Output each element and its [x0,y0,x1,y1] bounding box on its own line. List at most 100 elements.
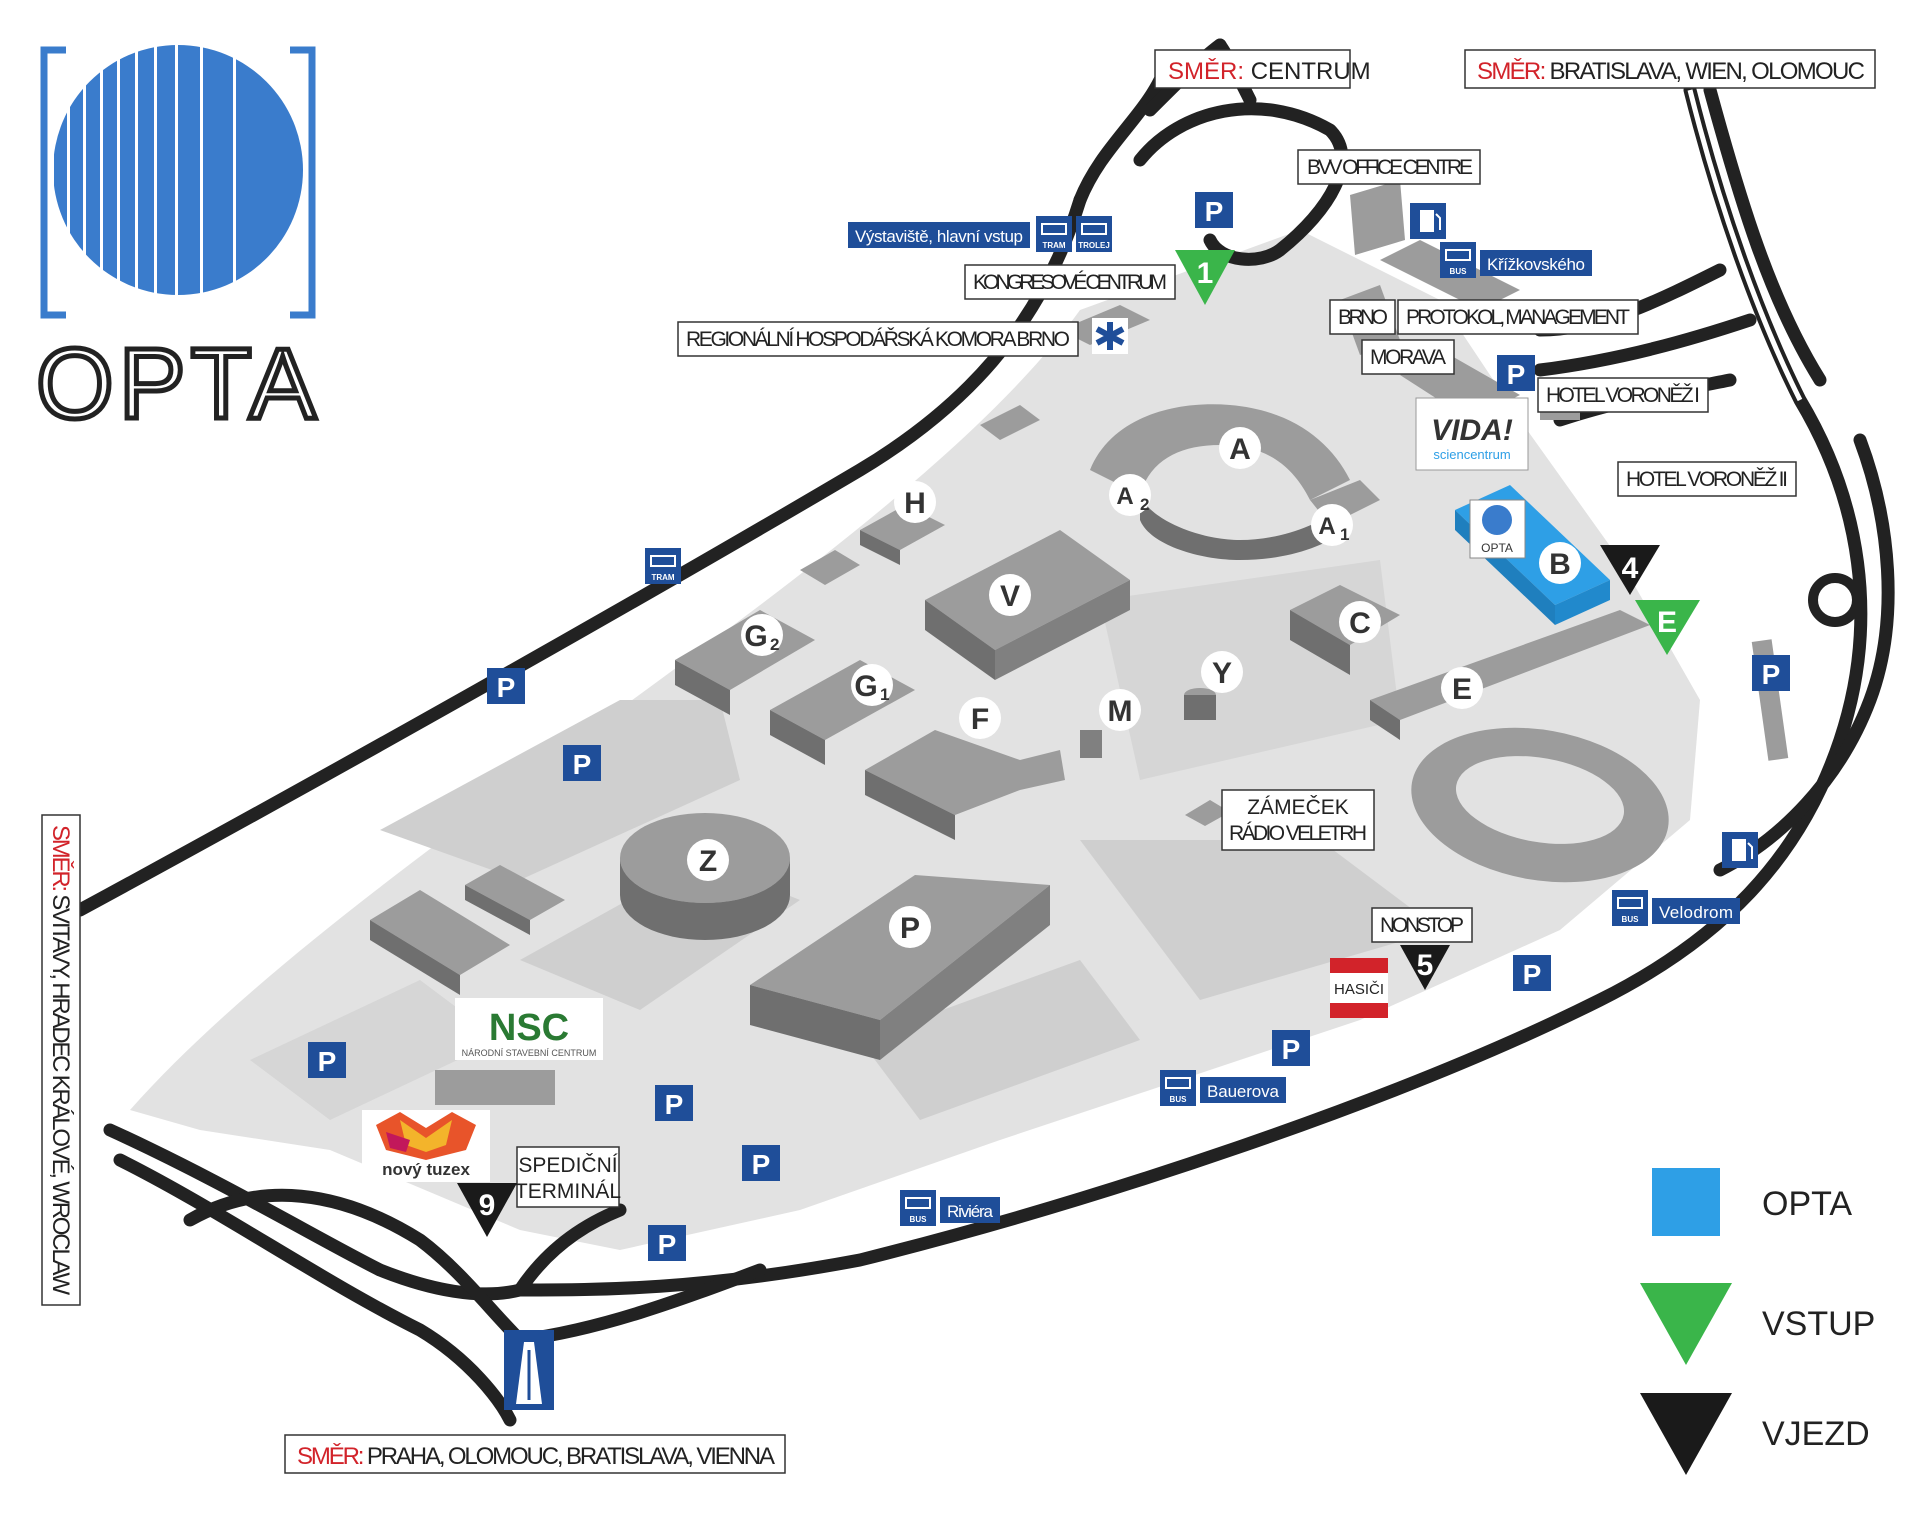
svg-text:TRAM: TRAM [651,573,674,582]
stop-riviera: BUS Riviéra [900,1190,1000,1226]
motorway-icon [504,1330,554,1410]
parking-signs: P P P P P P P P P P P [308,192,1790,1261]
hall-y-label: Y [1201,651,1243,693]
label-morava: MORAVA [1361,339,1455,375]
opta-logo: OPTA [34,45,319,443]
svg-text:P: P [1507,359,1526,390]
opta-small-logo: OPTA [1469,499,1526,559]
svg-text:MORAVA: MORAVA [1370,346,1446,369]
svg-text:Křížkovského: Křížkovského [1487,255,1585,274]
hall-v-label: V [989,574,1031,616]
svg-text:BUS: BUS [1170,1095,1188,1104]
svg-text:P: P [573,749,592,780]
svg-text:P: P [497,672,516,703]
svg-text:PROTOKOL, MANAGEMENT: PROTOKOL, MANAGEMENT [1406,306,1630,329]
svg-text:1: 1 [1197,257,1214,290]
gate-5-vehicle: 5 [1400,945,1450,990]
parking-icon: P [1272,1030,1310,1066]
label-protokol: PROTOKOL, MANAGEMENT [1397,299,1639,335]
parking-icon: P [1195,192,1233,228]
legend-vstup: VSTUP [1640,1283,1875,1365]
parking-icon: P [655,1085,693,1121]
hall-z-label: Z [687,839,729,881]
svg-text:5: 5 [1417,949,1434,982]
label-hotel-voronez-2: HOTEL VORONĚŽ II [1617,461,1797,497]
label-bvv-office-centre: BVV OFFICE CENTRE [1297,149,1481,185]
svg-text:SMĚR: CENTRUM: SMĚR: CENTRUM [1168,58,1371,85]
label-komora: REGIONÁLNÍ HOSPODÁŘSKÁ KOMORA BRNO [677,321,1079,357]
stop-velodrom: BUS Velodrom [1612,890,1740,926]
svg-text:G: G [744,620,767,653]
svg-text:P: P [900,912,920,945]
direction-praha: SMĚR: PRAHA, OLOMOUC, BRATISLAVA, VIENNA [284,1434,786,1474]
svg-text:KONGRESOVÉ CENTRUM: KONGRESOVÉ CENTRUM [973,271,1167,294]
svg-text:RÁDIO VELETRH: RÁDIO VELETRH [1229,822,1367,845]
stop-vystaviste: Výstaviště, hlavní vstup TRAM TROLEJ [848,216,1112,252]
svg-text:VIDA!: VIDA! [1431,414,1513,447]
svg-text:BUS: BUS [1622,915,1640,924]
gate-9-vehicle: 9 [457,1183,517,1237]
fuel-station-icon [1410,203,1446,239]
svg-text:H: H [904,487,926,520]
parking-icon: P [487,668,525,704]
svg-text:A: A [1229,433,1251,466]
parking-icon: P [563,745,601,781]
svg-text:P: P [1205,196,1224,227]
svg-text:OPTA: OPTA [1762,1185,1852,1223]
svg-text:REGIONÁLNÍ HOSPODÁŘSKÁ KOMORA: REGIONÁLNÍ HOSPODÁŘSKÁ KOMORA BRNO [686,328,1070,351]
svg-text:sciencentrum: sciencentrum [1433,447,1510,462]
svg-text:Riviéra: Riviéra [947,1202,994,1221]
road-inner-white [1687,89,1803,402]
label-zamecek: ZÁMEČEK RÁDIO VELETRH [1221,789,1375,851]
svg-text:P: P [658,1229,677,1260]
svg-text:SMĚR: PRAHA, OLOMOUC, BRATISLA: SMĚR: PRAHA, OLOMOUC, BRATISLAVA, VIENNA [297,1443,775,1470]
direction-bratislava: SMĚR: BRATISLAVA, WIEN, OLOMOUC [1464,49,1876,89]
gate-1-entrance: 1 [1175,250,1235,305]
label-spedicni-terminal: SPEDIČNÍ TERMINÁL [515,1146,621,1208]
svg-text:HASIČI: HASIČI [1334,981,1384,998]
svg-text:TRAM: TRAM [1042,241,1065,250]
svg-text:A: A [1318,513,1335,540]
svg-text:SPEDIČNÍ: SPEDIČNÍ [518,1154,617,1177]
svg-text:P: P [1523,959,1542,990]
hall-e-label: E [1441,667,1483,709]
svg-text:SMĚR: BRATISLAVA, WIEN, OLOMOU: SMĚR: BRATISLAVA, WIEN, OLOMOUC [1477,58,1865,85]
hall-m-label: M [1099,689,1141,731]
svg-text:P: P [665,1089,684,1120]
legend-vjezd: VJEZD [1640,1393,1870,1475]
logo-text: OPTA [36,328,316,440]
svg-text:Bauerova: Bauerova [1207,1082,1280,1101]
svg-text:F: F [971,703,989,736]
svg-text:4: 4 [1622,552,1639,585]
gate-4-vehicle: 4 [1600,545,1660,595]
svg-text:BRNO: BRNO [1338,306,1388,329]
parking-icon: P [1513,955,1551,991]
svg-text:M: M [1108,695,1133,728]
parking-icon: P [742,1145,780,1181]
svg-text:Y: Y [1212,657,1232,690]
label-brno: BRNO [1329,299,1396,335]
svg-text:nový tuzex: nový tuzex [382,1160,470,1179]
legend-opta: OPTA [1652,1168,1852,1236]
svg-text:NONSTOP: NONSTOP [1380,914,1464,937]
hall-h-label: H [894,481,936,523]
svg-text:VSTUP: VSTUP [1762,1305,1875,1343]
svg-text:SMĚR: SVITAVY, HRADEC KRÁLOVÉ,: SMĚR: SVITAVY, HRADEC KRÁLOVÉ, WROCLAW [47,825,74,1295]
svg-text:E: E [1452,673,1472,706]
parking-icon: P [1497,355,1535,391]
stop-krizkovskeho: BUS Křížkovského [1440,242,1592,278]
stop-bauerova: BUS Bauerova [1160,1070,1286,1106]
hall-c-label: C [1339,601,1381,643]
label-hasici: HASIČI [1330,958,1388,1018]
svg-text:HOTEL VORONĚŽ I: HOTEL VORONĚŽ I [1546,384,1700,407]
hall-p-label: P [889,906,931,948]
gate-e-entrance: E [1635,600,1700,655]
svg-text:G: G [854,670,877,703]
svg-text:A: A [1116,483,1133,510]
